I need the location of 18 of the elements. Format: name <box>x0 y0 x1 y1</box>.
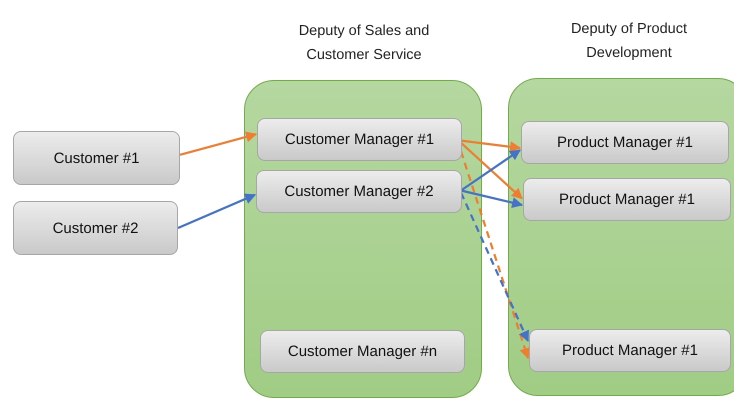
role-box: Customer Manager #1 <box>257 118 462 161</box>
role-box: Customer Manager #n <box>260 330 465 373</box>
arrow <box>460 149 521 192</box>
role-box: Product Manager #1 <box>521 121 729 164</box>
group-title: Deputy of Product Development <box>570 20 688 63</box>
role-box: Customer #1 <box>13 131 180 185</box>
arrow <box>178 194 256 229</box>
arrow <box>460 189 524 208</box>
group-title: Deputy of Sales and Customer Service <box>298 22 430 65</box>
role-box: Customer Manager #2 <box>256 170 462 213</box>
arrow <box>460 140 522 152</box>
arrow <box>460 142 523 200</box>
role-box: Product Manager #1 <box>523 178 731 221</box>
arrow <box>460 151 530 360</box>
role-box: Customer #2 <box>13 201 178 255</box>
role-box: Product Manager #1 <box>529 329 731 372</box>
arrow <box>460 192 529 342</box>
arrow <box>180 131 258 156</box>
